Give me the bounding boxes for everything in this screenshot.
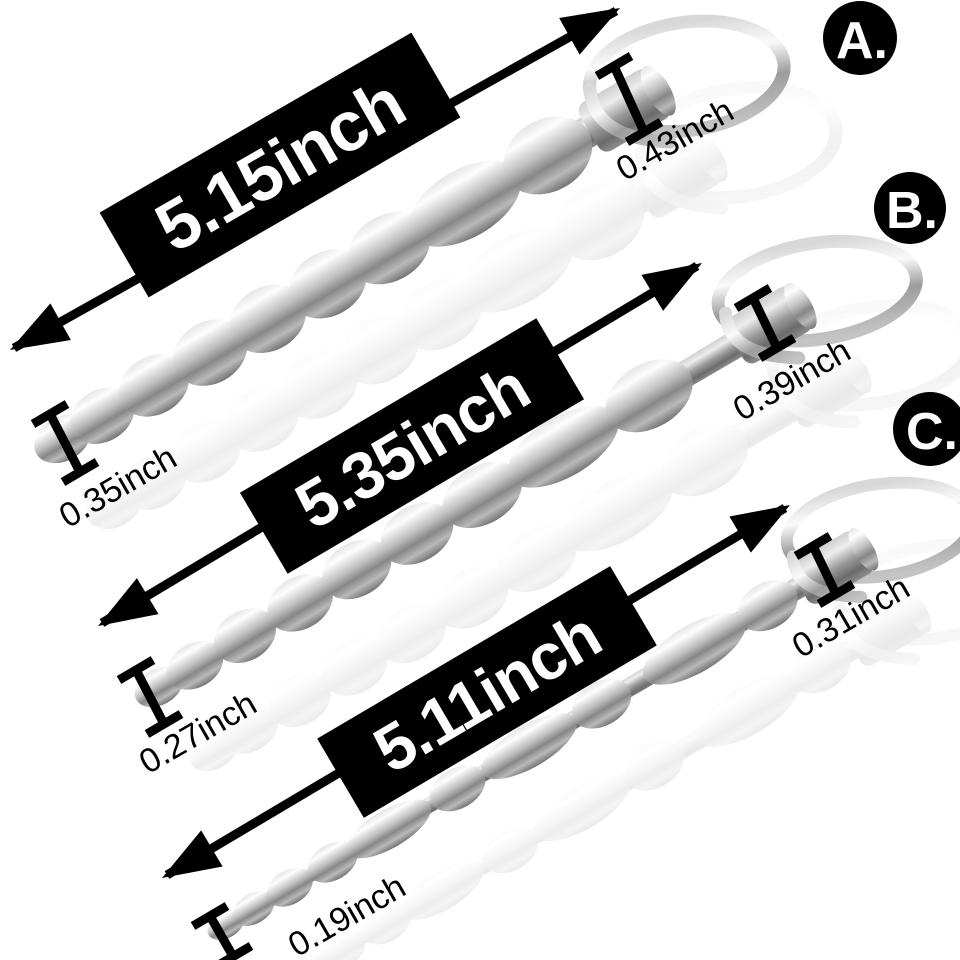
caliper-tip-c: [190, 902, 254, 960]
badge-label-b: B.: [886, 182, 938, 240]
caliper-ring-b: [733, 284, 797, 362]
caliper-ring-a: [594, 52, 664, 146]
badge-c: C.: [893, 392, 960, 466]
badge-b: B.: [874, 172, 946, 244]
caliper-tip-b: [116, 656, 184, 738]
badge-label-a: A.: [836, 12, 888, 70]
caliper-tip-a: [30, 400, 100, 486]
caliper-ring-c: [793, 532, 856, 608]
badge-a: A.: [823, 1, 897, 75]
badge-label-c: C.: [906, 403, 958, 461]
